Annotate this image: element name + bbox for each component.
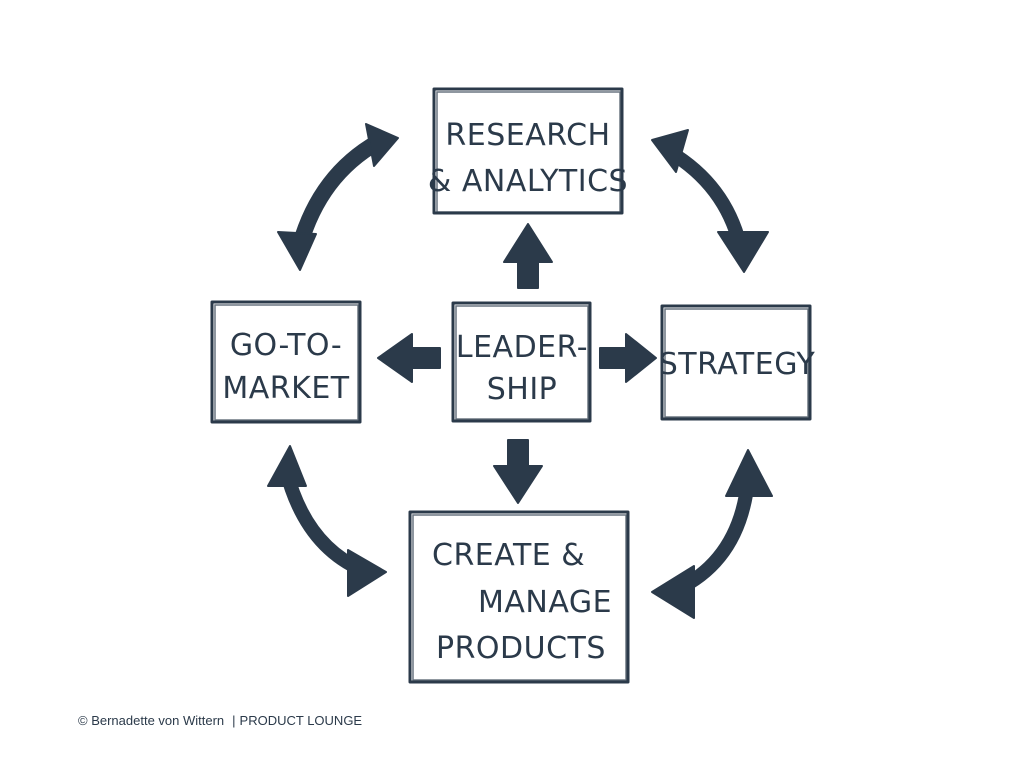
curved-arrow-bottom-left xyxy=(267,445,387,597)
research-line-2: & ANALYTICS xyxy=(428,164,628,199)
create-manage-products-box: CREATE & MANAGE PRODUCTS xyxy=(408,510,630,684)
leadership-line-1: LEADER- xyxy=(456,330,588,365)
leadership-line-2: SHIP xyxy=(487,372,558,407)
curved-arrow-bottom-right xyxy=(651,449,773,619)
create-line-3: PRODUCTS xyxy=(436,631,606,666)
strategy-box: STRATEGY xyxy=(659,304,816,421)
research-analytics-box: RESEARCH & ANALYTICS xyxy=(428,87,628,215)
brand-text: PRODUCT LOUNGE xyxy=(239,713,363,728)
footer-credit: © Bernadette von Wittern |PRODUCT LOUNGE xyxy=(78,713,362,728)
go-to-market-line-1: GO-TO- xyxy=(230,328,342,363)
research-line-1: RESEARCH xyxy=(445,118,610,153)
footer-separator: | xyxy=(232,713,236,728)
arrow-down xyxy=(493,439,543,504)
curved-arrow-top-left xyxy=(277,123,399,271)
copyright-text: © Bernadette von Wittern xyxy=(78,713,225,728)
strategy-line-1: STRATEGY xyxy=(659,347,816,382)
go-to-market-box: GO-TO- MARKET xyxy=(210,300,362,424)
arrow-right xyxy=(599,333,657,383)
create-line-2: MANAGE xyxy=(478,585,612,620)
leadership-box: LEADER- SHIP xyxy=(451,301,592,423)
go-to-market-line-2: MARKET xyxy=(222,371,349,406)
create-line-1: CREATE & xyxy=(432,538,585,573)
curved-arrow-top-right xyxy=(651,129,769,273)
arrow-left xyxy=(377,333,441,383)
arrow-up xyxy=(503,223,553,289)
